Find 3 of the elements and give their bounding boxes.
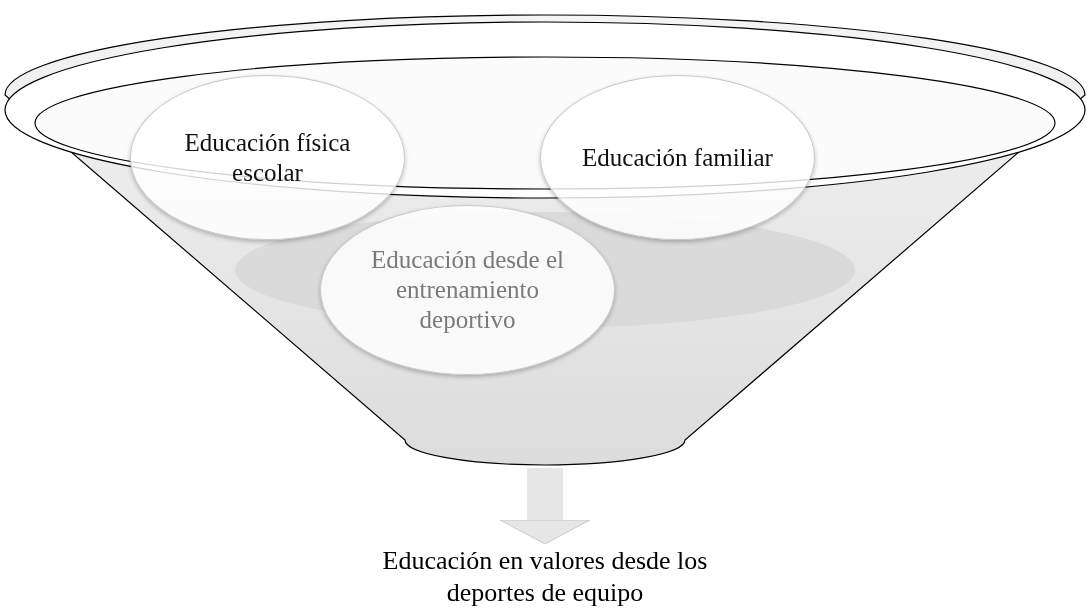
result-text: Educación en valores desde los deportes de equipo — [345, 545, 745, 611]
arrow — [499, 468, 591, 545]
funnel-drawing — [5, 15, 1085, 467]
